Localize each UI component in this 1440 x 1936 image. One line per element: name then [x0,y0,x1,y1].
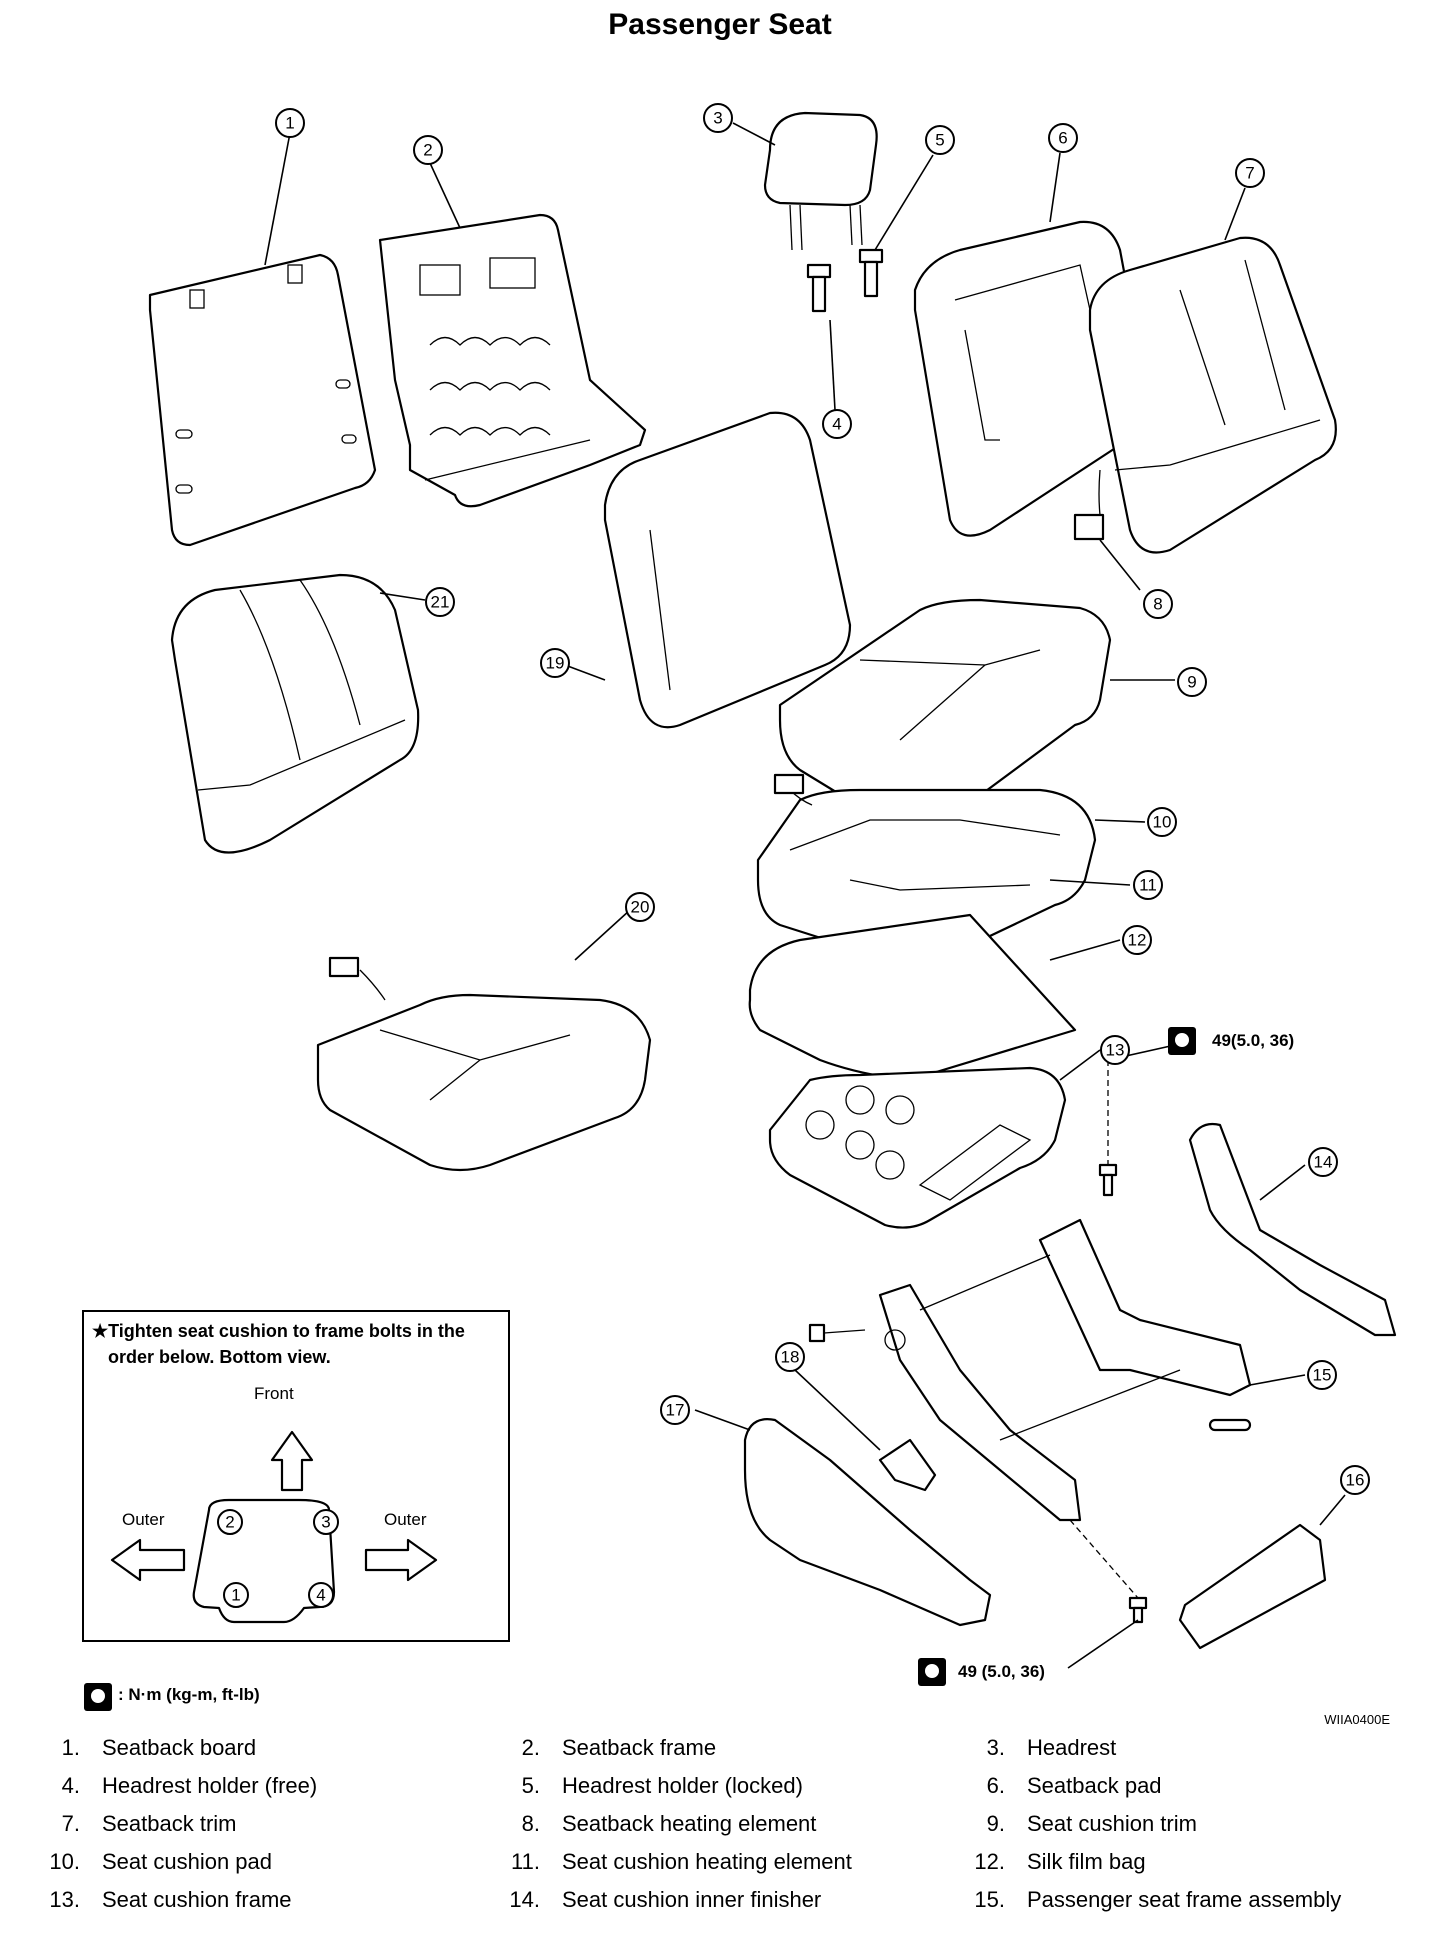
svg-text:13: 13 [1106,1041,1125,1060]
inset-bolt-4: 4 [308,1582,334,1608]
seatback-heater-sheet-part [603,411,852,729]
silk-film-bag-part [748,913,1077,1082]
svg-text:8: 8 [1153,595,1162,614]
callout-2: 2 [413,135,443,165]
seatback-assembly-part [170,573,420,854]
svg-text:17: 17 [666,1401,685,1420]
callout-1: 1 [275,108,305,138]
seat-cushion-assembly-part [316,956,652,1172]
inset-outer-right-label: Outer [384,1510,427,1529]
headrest-holder-free-part [806,263,832,313]
callout-13: 13 [1100,1035,1130,1065]
callout-9: 9 [1177,667,1207,697]
callout-11: 11 [1133,870,1163,900]
callout-18: 18 [775,1342,805,1372]
small-cover-part [878,1438,937,1492]
callout-12: 12 [1122,925,1152,955]
svg-text:5: 5 [935,131,944,150]
seat-cushion-frame-part [768,1066,1067,1229]
svg-text:2: 2 [225,1513,234,1532]
inset-bolt-3: 3 [313,1509,339,1535]
inset-front-label: Front [254,1384,294,1403]
outer-finisher-part [1178,1523,1327,1650]
seatback-frame-part [378,213,647,508]
front-arrow-icon [270,1430,314,1492]
unit-wrench-icon [84,1683,112,1711]
inset-note-line1: ★Tighten seat cushion to frame bolts in … [92,1321,465,1341]
seat-cushion-trim-part [778,598,1112,832]
seat-frame-assembly-part [878,1218,1252,1522]
inset-bolt-2: 2 [217,1509,243,1535]
callout-3: 3 [703,103,733,133]
inset-outer-left-label: Outer [122,1510,165,1529]
svg-text:1: 1 [231,1586,240,1605]
headrest-holder-locked-part [858,248,884,298]
svg-text:11: 11 [1139,876,1157,895]
svg-text:16: 16 [1346,1471,1365,1490]
svg-text:19: 19 [546,654,565,673]
callout-10: 10 [1147,807,1177,837]
svg-text:15: 15 [1313,1366,1332,1385]
svg-text:4: 4 [316,1586,325,1605]
seatback-trim-part [1088,236,1337,554]
svg-text:6: 6 [1058,129,1067,148]
svg-text:9: 9 [1187,673,1196,692]
callout-5: 5 [925,125,955,155]
callout-15: 15 [1307,1360,1337,1390]
torque-spec-upper: 49(5.0, 36) [1212,1031,1295,1050]
inset-note-line2: order below. Bottom view. [108,1347,331,1367]
svg-text:3: 3 [321,1513,330,1532]
inset-bolt-1: 1 [223,1582,249,1608]
callout-4: 4 [822,409,852,439]
torque-wrench-icon [1168,1027,1196,1055]
svg-text:12: 12 [1128,931,1147,950]
left-arrow-icon [110,1538,186,1582]
callout-6: 6 [1048,123,1078,153]
bolt-upper-part [1098,1060,1118,1197]
svg-text:2: 2 [423,141,432,160]
svg-text:14: 14 [1314,1153,1333,1172]
seatback-board-part [148,253,377,547]
svg-text:4: 4 [832,415,841,434]
page-title: Passenger Seat [608,8,832,41]
bolt-order-inset: ★Tighten seat cushion to frame bolts in … [82,1310,510,1642]
callout-21: 21 [425,587,455,617]
callout-16: 16 [1340,1465,1370,1495]
torque-spec-lower: 49 (5.0, 36) [958,1662,1045,1681]
seat-cushion-pad-part [756,773,1097,965]
right-arrow-icon [364,1538,438,1582]
unit-note: : N·m (kg-m, ft-lb) [118,1685,260,1704]
callout-7: 7 [1235,158,1265,188]
svg-text:18: 18 [781,1348,800,1367]
svg-text:1: 1 [285,114,294,133]
svg-text:21: 21 [431,593,450,612]
headrest-part [763,111,878,251]
bolt-side-part [808,1323,866,1343]
callout-20: 20 [625,892,655,922]
torque-wrench-icon [918,1658,946,1686]
inner-finisher-part [1188,1122,1397,1337]
callout-19: 19 [540,648,570,678]
inset-note: ★Tighten seat cushion to frame bolts in … [92,1318,465,1370]
svg-text:3: 3 [713,109,722,128]
side-cover-part [743,1418,992,1627]
seatback-heating-connector-part [1073,469,1105,541]
svg-text:10: 10 [1153,813,1172,832]
inset-diagram: 1 2 3 4 [110,1430,438,1624]
callout-14: 14 [1308,1147,1338,1177]
exploded-view-diagram: 1 2 3 4 5 6 7 8 9 10 11 12 13 14 15 16 1… [148,103,1397,1669]
callout-17: 17 [660,1395,690,1425]
svg-text:7: 7 [1245,164,1254,183]
callout-8: 8 [1143,589,1173,619]
figure-code: WIIA0400E [1324,1712,1390,1727]
bolt-lower-part [1069,1519,1148,1624]
svg-text:20: 20 [631,898,650,917]
